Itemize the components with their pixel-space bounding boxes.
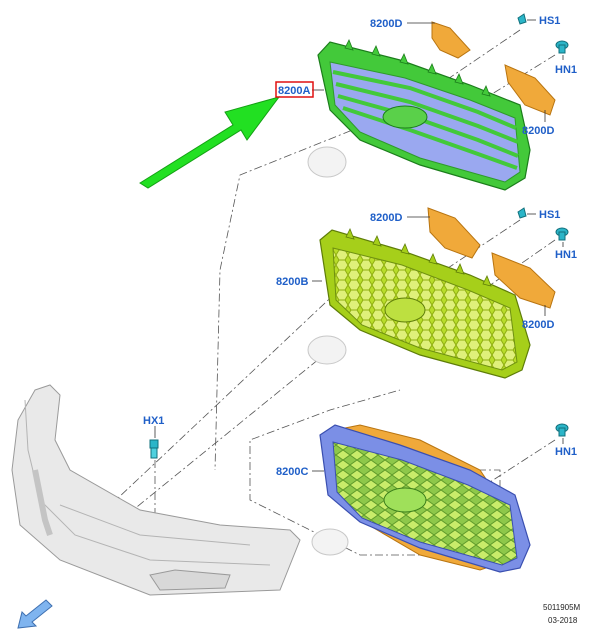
bracket-8200d-top-left: [431, 21, 471, 59]
callout-8200d-mid-left[interactable]: 8200D: [370, 212, 402, 224]
callout-8200d-top-left[interactable]: 8200D: [370, 18, 402, 30]
callout-8200b[interactable]: 8200B: [276, 276, 308, 288]
callout-hs1-top[interactable]: HS1: [539, 15, 560, 27]
callout-hn1-mid[interactable]: HN1: [555, 249, 577, 261]
grille-8200c: [319, 424, 531, 573]
fastener-hx1: [149, 439, 159, 459]
drawing-number: 5011905M: [543, 603, 581, 612]
bracket-8200d-mid-left: [427, 207, 481, 259]
front-view-arrow-icon: [17, 599, 53, 629]
callout-hn1-bottom[interactable]: HN1: [555, 446, 577, 458]
callout-hs1-mid[interactable]: HS1: [539, 209, 560, 221]
grille-8200a: [317, 39, 531, 191]
front-bumper-cover: [11, 384, 301, 596]
bracket-8200d-mid-right: [491, 252, 556, 309]
fastener-hn1-bottom: [555, 423, 569, 437]
emblem-plate-bottom: [311, 528, 349, 556]
fastener-hs1-mid: [517, 207, 527, 219]
emblem-plate-mid: [307, 335, 347, 365]
highlight-box-8200a: [275, 81, 314, 98]
emblem-plate-top: [307, 146, 347, 178]
grille-8200b: [319, 228, 531, 379]
callout-8200c[interactable]: 8200C: [276, 466, 308, 478]
callout-hx1[interactable]: HX1: [143, 415, 164, 427]
callout-8200a[interactable]: 8200A: [278, 85, 310, 97]
direction-arrow-icon: [139, 96, 281, 189]
fastener-hn1-top: [555, 40, 569, 54]
leader-lines: [154, 19, 564, 472]
bracket-8200d-top-right: [504, 64, 556, 116]
fastener-hn1-mid: [555, 227, 569, 241]
fastener-hs1-top: [517, 13, 527, 25]
callout-8200d-top-right[interactable]: 8200D: [522, 125, 554, 137]
callout-hn1-top[interactable]: HN1: [555, 64, 577, 76]
drawing-date: 03-2018: [548, 616, 578, 625]
callout-8200d-mid-right[interactable]: 8200D: [522, 319, 554, 331]
